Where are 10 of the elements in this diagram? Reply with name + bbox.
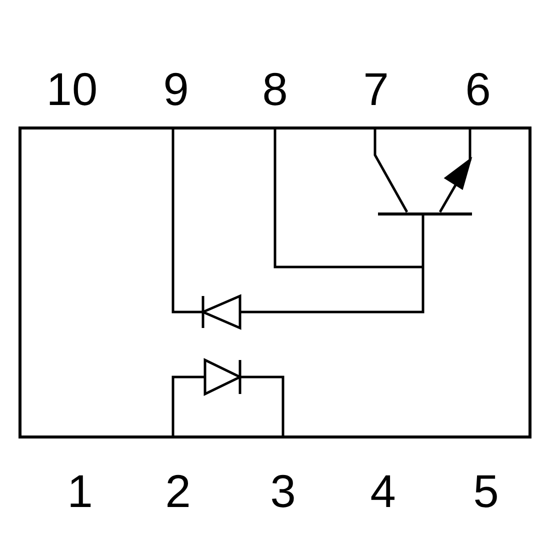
- pin-number: 2: [165, 466, 191, 516]
- pin-number: 8: [262, 64, 288, 114]
- pin-number: 10: [46, 64, 98, 114]
- pin-number: 1: [67, 466, 93, 516]
- pin-number: 3: [270, 466, 296, 516]
- pin-number: 4: [370, 466, 396, 516]
- pin-number: 9: [163, 64, 189, 114]
- pin-number: 6: [465, 64, 491, 114]
- pin-number: 7: [363, 64, 389, 114]
- pin-number: 5: [473, 466, 499, 516]
